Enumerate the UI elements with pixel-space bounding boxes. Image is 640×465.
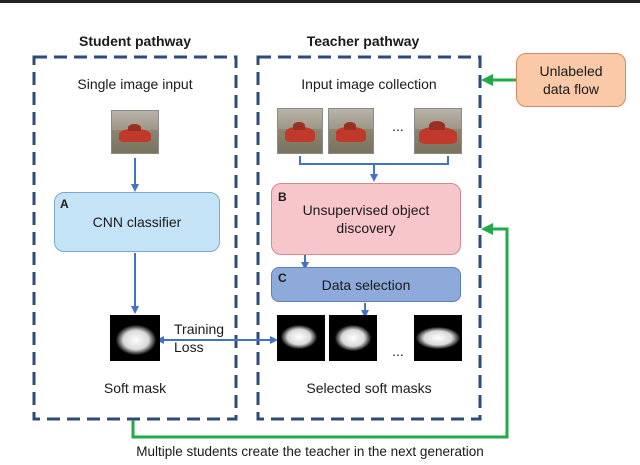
selected-soft-mask-2 [329,315,377,361]
discovery-label: Unsupervised object discovery [302,202,430,236]
discovery-letter: B [278,190,287,204]
data-selection-label: Data selection [321,276,411,293]
cnn-classifier-label: CNN classifier [92,214,182,230]
student-pathway-frame [32,55,238,421]
teacher-input-image-2 [328,108,374,154]
masks-ellipsis: ... [392,343,404,359]
teacher-pathway-title: Teacher pathway [306,33,420,49]
teacher-input-image-n [414,108,462,154]
selected-soft-masks-label: Selected soft masks [306,380,432,396]
training-loss-label: Training Loss [174,321,225,355]
student-soft-mask-image [110,315,160,361]
input-image-collection-label: Input image collection [301,76,437,92]
soft-mask-label: Soft mask [103,380,167,396]
data-selection-box: Data selection [271,267,461,302]
selected-soft-mask-1 [277,315,325,361]
unsupervised-object-discovery-box: Unsupervised object discovery [271,183,461,255]
teacher-pathway-frame [256,55,482,421]
unlabeled-data-flow-label: Unlabeled data flow [539,63,603,97]
footer-caption: Multiple students create the teacher in … [136,444,484,459]
images-ellipsis: ... [392,118,404,134]
image-collection-bracket [299,156,449,180]
selected-soft-mask-n [414,315,462,361]
student-pathway-title: Student pathway [78,33,191,49]
top-rule [0,0,640,3]
unlabeled-data-flow-box: Unlabeled data flow [516,53,626,107]
arrow-next-generation-loop [131,223,509,439]
selection-letter: C [278,271,287,285]
cnn-classifier-box: CNN classifier [54,192,220,252]
classifier-letter: A [60,197,69,211]
teacher-input-image-1 [277,108,323,154]
student-input-image [111,110,159,154]
single-image-input-label: Single image input [77,76,193,92]
